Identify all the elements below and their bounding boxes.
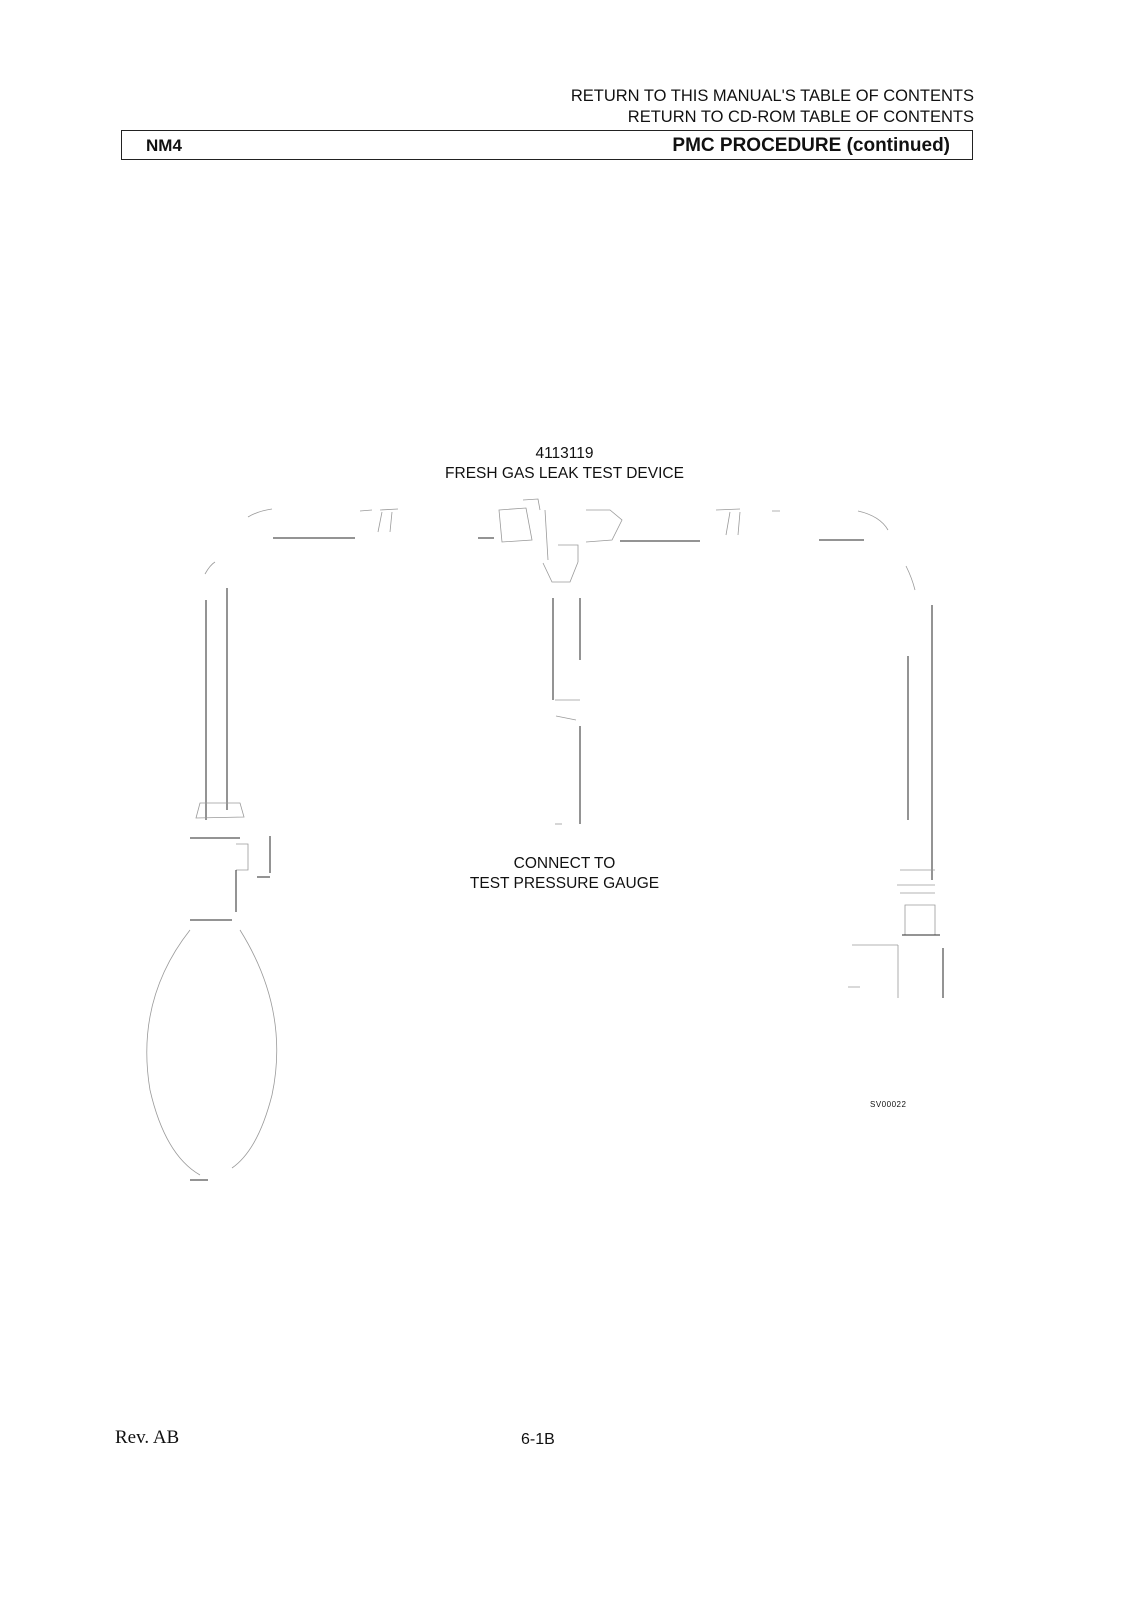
figure-id: SV00022 <box>870 1100 907 1109</box>
gauge-callout-line1: CONNECT TO <box>513 855 616 872</box>
section-title: PMC PROCEDURE (continued) <box>672 135 950 156</box>
figure-part-number: 4113119 <box>535 445 594 462</box>
revision-label: Rev. AB <box>115 1427 180 1448</box>
gauge-callout-line2: TEST PRESSURE GAUGE <box>469 875 660 892</box>
toc-links: RETURN TO THIS MANUAL'S TABLE OF CONTENT… <box>571 86 974 128</box>
section-code: NM4 <box>146 136 182 155</box>
page-number: 6-1B <box>521 1431 555 1448</box>
figure-device-name: FRESH GAS LEAK TEST DEVICE <box>445 465 684 482</box>
section-header: NM4 PMC PROCEDURE (continued) <box>121 130 973 160</box>
manual-toc-link[interactable]: RETURN TO THIS MANUAL'S TABLE OF CONTENT… <box>570 87 974 105</box>
cdrom-toc-link[interactable]: RETURN TO CD-ROM TABLE OF CONTENTS <box>627 108 974 126</box>
